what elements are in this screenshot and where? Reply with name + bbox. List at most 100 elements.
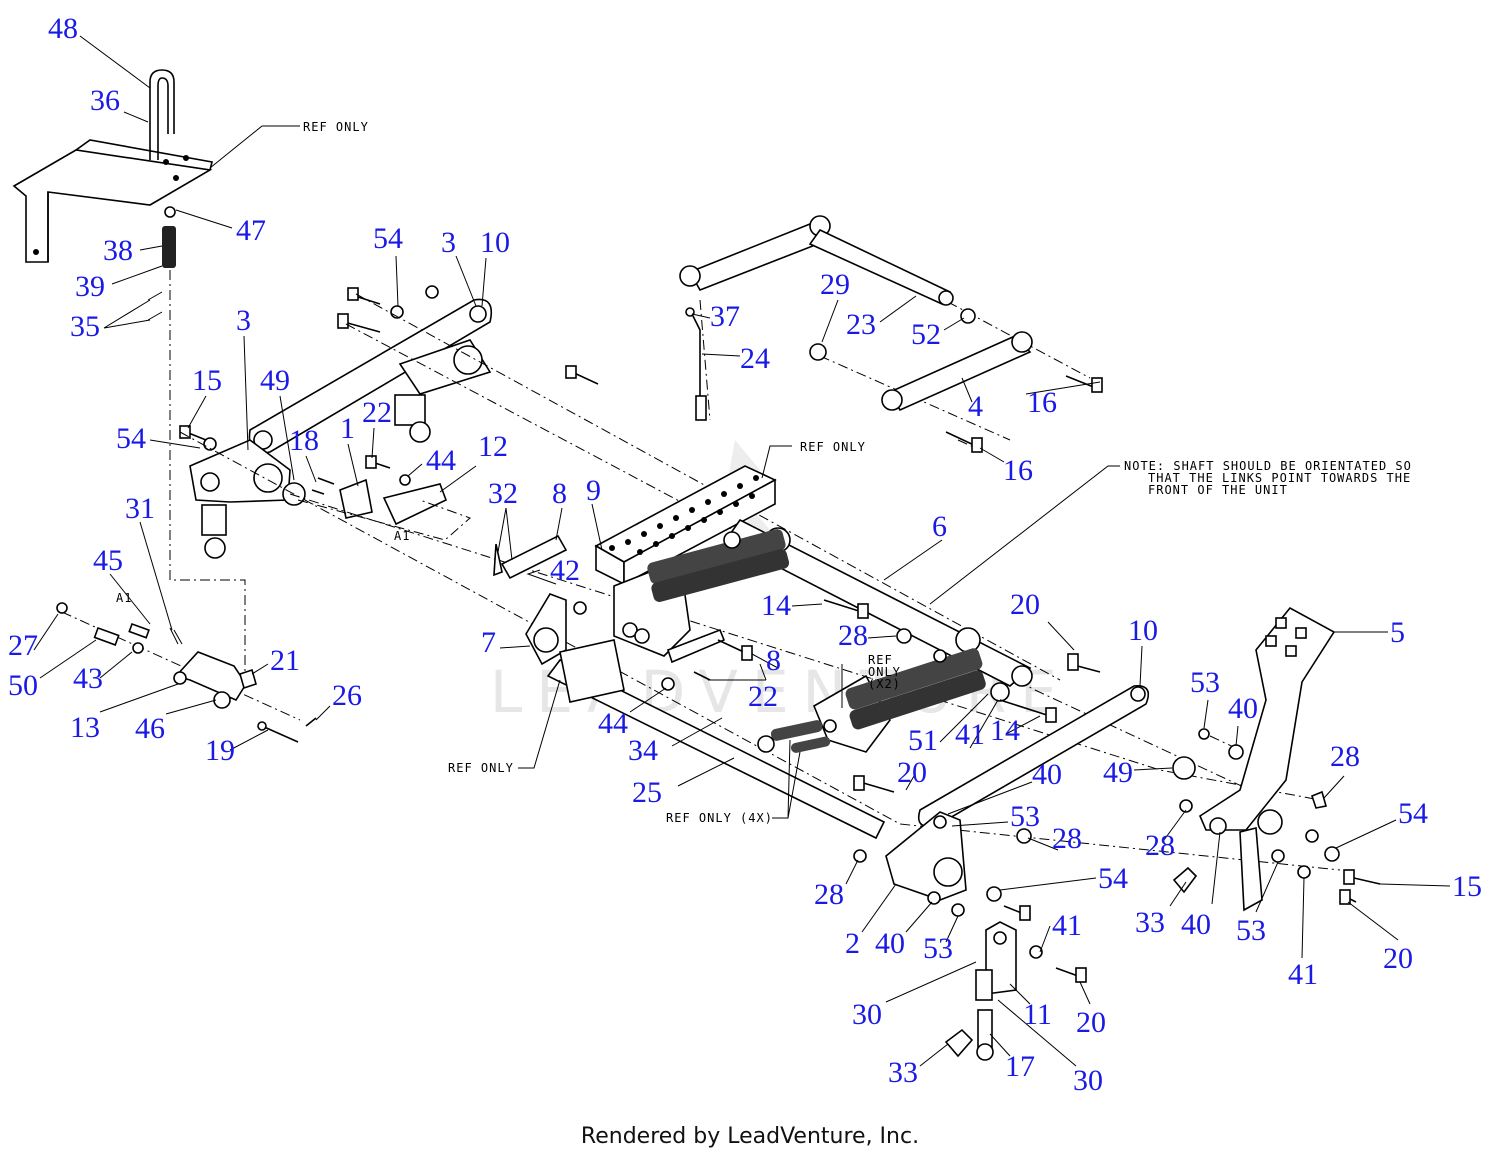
part-callout-40: 40 bbox=[875, 927, 905, 960]
part-callout-16: 16 bbox=[1027, 386, 1057, 419]
part-callout-30: 30 bbox=[852, 998, 882, 1031]
part-callout-44: 44 bbox=[426, 444, 456, 477]
part-callout-3: 3 bbox=[236, 304, 251, 337]
note-ref-only-center: REF ONLY bbox=[800, 440, 866, 454]
part-callout-46: 46 bbox=[135, 712, 165, 745]
part-callout-54: 54 bbox=[1398, 797, 1428, 830]
lift-arm-right-10 bbox=[917, 685, 1150, 828]
part-callout-54: 54 bbox=[373, 222, 403, 255]
part-callout-54: 54 bbox=[116, 422, 146, 455]
spring-bracket-left bbox=[613, 529, 790, 657]
part-callout-14: 14 bbox=[761, 589, 791, 622]
leader-lines bbox=[33, 35, 1451, 1067]
link-12 bbox=[382, 483, 448, 526]
part-callout-37: 37 bbox=[710, 300, 740, 333]
part-callout-41: 41 bbox=[1052, 909, 1082, 942]
part-callout-13: 13 bbox=[70, 711, 100, 744]
part-callout-49: 49 bbox=[1103, 756, 1133, 789]
part-callout-53: 53 bbox=[1190, 666, 1220, 699]
part-callout-43: 43 bbox=[73, 662, 103, 695]
part-callout-41: 41 bbox=[955, 718, 985, 751]
mark-a1-left: A1 bbox=[116, 591, 132, 605]
lift-arm-lower bbox=[189, 439, 291, 559]
part-callout-4: 4 bbox=[968, 390, 983, 423]
part-callout-6: 6 bbox=[932, 510, 947, 543]
note-shaft-line1: NOTE: SHAFT SHOULD BE ORIENTATED SO bbox=[1124, 459, 1412, 473]
note-leaders bbox=[209, 125, 1120, 819]
part-callout-21: 21 bbox=[270, 644, 300, 677]
note-shaft-line3: FRONT OF THE UNIT bbox=[1148, 483, 1288, 497]
cap-33 bbox=[944, 1028, 974, 1058]
part-callout-28: 28 bbox=[1145, 829, 1175, 862]
part-callout-22: 22 bbox=[748, 680, 778, 713]
mark-a1-center: A1 bbox=[394, 529, 410, 543]
part-callout-53: 53 bbox=[923, 932, 953, 965]
part-callout-24: 24 bbox=[740, 342, 770, 375]
part-callout-40: 40 bbox=[1228, 692, 1258, 725]
part-callout-28: 28 bbox=[838, 619, 868, 652]
note-ref-only-top: REF ONLY bbox=[303, 120, 369, 134]
note-ref-x2-line3: (X2) bbox=[868, 677, 901, 691]
part-callout-47: 47 bbox=[236, 214, 266, 247]
footer-credit: Rendered by LeadVenture, Inc. bbox=[580, 1124, 920, 1149]
seat-bracket bbox=[12, 139, 213, 263]
part-callout-2: 2 bbox=[845, 927, 860, 960]
part-callout-28: 28 bbox=[1330, 740, 1360, 773]
note-ref-x2-line2: ONLY bbox=[868, 665, 901, 679]
part-callout-14: 14 bbox=[990, 714, 1020, 747]
deck-plate-9 bbox=[594, 465, 777, 586]
part-callout-22: 22 bbox=[362, 396, 392, 429]
part-callout-45: 45 bbox=[93, 544, 123, 577]
note-ref-x2-line1: REF bbox=[868, 653, 893, 667]
part-callout-29: 29 bbox=[820, 268, 850, 301]
spring-bracket-right bbox=[757, 648, 1010, 753]
part-callout-32: 32 bbox=[488, 477, 518, 510]
part-callout-20: 20 bbox=[1010, 588, 1040, 621]
part-callout-52: 52 bbox=[911, 318, 941, 351]
part-callout-19: 19 bbox=[205, 734, 235, 767]
note-ref-only-4x: REF ONLY (4X) bbox=[666, 811, 773, 825]
part-callout-8: 8 bbox=[766, 644, 781, 677]
fasteners-right bbox=[853, 728, 1381, 983]
part-callout-8: 8 bbox=[552, 477, 567, 510]
part-callout-49: 49 bbox=[260, 364, 290, 397]
bracket-11 bbox=[975, 921, 1017, 1001]
part-callout-17: 17 bbox=[1005, 1050, 1035, 1083]
part-callout-20: 20 bbox=[1383, 942, 1413, 975]
part-callout-44: 44 bbox=[598, 707, 628, 740]
part-callout-31: 31 bbox=[125, 492, 155, 525]
part-callout-3: 3 bbox=[441, 226, 456, 259]
part-callout-5: 5 bbox=[1390, 616, 1405, 649]
washer-42 bbox=[573, 601, 587, 615]
part-callout-25: 25 bbox=[632, 776, 662, 809]
part-callout-54: 54 bbox=[1098, 862, 1128, 895]
part-callout-42: 42 bbox=[550, 554, 580, 587]
part-callout-51: 51 bbox=[908, 724, 938, 757]
part-callout-41: 41 bbox=[1288, 958, 1318, 991]
u-pin bbox=[149, 69, 175, 160]
part-callout-28: 28 bbox=[814, 878, 844, 911]
fasteners-top-left bbox=[179, 285, 599, 495]
part-callout-30: 30 bbox=[1073, 1064, 1103, 1097]
note-shaft-line2: THAT THE LINKS POINT TOWARDS THE bbox=[1148, 471, 1411, 485]
lift-arm-upper bbox=[248, 298, 493, 454]
part-callout-10: 10 bbox=[1128, 614, 1158, 647]
clips-35 bbox=[147, 291, 163, 321]
shaft-25 bbox=[546, 639, 886, 840]
part-callout-18: 18 bbox=[289, 424, 319, 457]
part-callout-35: 35 bbox=[70, 310, 100, 343]
fasteners-middle bbox=[693, 599, 1101, 793]
part-callout-15: 15 bbox=[192, 364, 222, 397]
bushing-49-right bbox=[1172, 756, 1196, 780]
part-callout-1: 1 bbox=[340, 412, 355, 445]
part-callout-27: 27 bbox=[8, 629, 38, 662]
spring-38 bbox=[162, 206, 176, 268]
part-callout-38: 38 bbox=[103, 234, 133, 267]
part-callout-36: 36 bbox=[90, 84, 120, 117]
part-callout-34: 34 bbox=[628, 734, 658, 767]
part-callout-20: 20 bbox=[1076, 1006, 1106, 1039]
link-8-upper bbox=[500, 534, 568, 580]
part-callout-11: 11 bbox=[1023, 998, 1052, 1031]
part-callout-40: 40 bbox=[1181, 908, 1211, 941]
